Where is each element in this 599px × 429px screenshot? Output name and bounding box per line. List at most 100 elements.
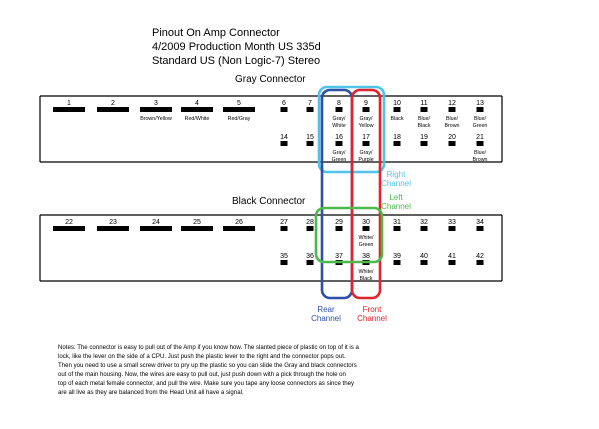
gray-connector-wire-color: Red/White [185, 116, 210, 122]
gray-connector-wire-color: Gray/ [360, 116, 373, 122]
black-connector-pin-contact [393, 260, 401, 265]
gray-connector-pin-number: 10 [393, 100, 401, 107]
gray-connector-wire-color: Blue/ [474, 116, 487, 122]
front-channel-label: Front [363, 305, 382, 314]
black-connector-pin-contact [335, 226, 343, 231]
gray-connector-pin-contact-wide [181, 107, 213, 112]
left-channel-loop [314, 206, 384, 264]
gray-connector-pin-number: 20 [448, 134, 456, 141]
rear-channel-label: Rear [317, 305, 335, 314]
black-connector-pin-contact [306, 260, 314, 265]
gray-connector-pin-contact-wide [97, 107, 129, 112]
gray-connector-pin-number: 8 [337, 100, 341, 107]
left-channel-label: Left [389, 193, 403, 202]
gray-connector-pin-number: 19 [420, 134, 428, 141]
gray-connector-pin-number: 15 [306, 134, 314, 141]
gray-connector-pin-contact [448, 107, 456, 112]
gray-connector-pin-number: 5 [237, 100, 241, 107]
gray-connector-pin-number: 2 [111, 100, 115, 107]
black-connector-pin-number: 24 [152, 219, 160, 226]
gray-connector-pin-contact [335, 107, 343, 112]
black-connector-wire-color: White/ [358, 269, 374, 275]
black-connector-pin-contact [280, 260, 288, 265]
black-connector-pin-contact [393, 226, 401, 231]
gray-connector-pin-contact-wide [223, 107, 255, 112]
black-connector-wire-color: Green [359, 242, 374, 248]
gray-connector-pin-number: 12 [448, 100, 456, 107]
black-connector-pin-contact [280, 226, 288, 231]
black-connector-pin-contact-wide [140, 226, 172, 231]
black-connector-pin-contact [448, 226, 456, 231]
black-connector-pin-number: 36 [306, 253, 314, 260]
gray-connector-wire-color: Gray/ [333, 116, 346, 122]
gray-connector-pin-number: 13 [476, 100, 484, 107]
black-connector-pin-number: 35 [280, 253, 288, 260]
gray-connector-pin-number: 17 [362, 134, 370, 141]
notes-line: Notes: The connector is easy to pull out… [58, 344, 359, 351]
black-connector-pin-number: 40 [420, 253, 428, 260]
black-connector-pin-contact-wide [53, 226, 85, 231]
black-connector-pin-number: 34 [476, 219, 484, 226]
black-connector-pin-contact [420, 260, 428, 265]
notes-line: are all live as they are balanced from t… [58, 388, 244, 396]
right-channel-label: Right [387, 170, 406, 179]
gray-connector-title: Gray Connector [235, 74, 306, 85]
notes-line: lock, like the lever on the side of a CP… [58, 352, 346, 360]
black-connector-title: Black Connector [232, 196, 306, 207]
gray-connector-pin-number: 6 [282, 100, 286, 107]
black-connector-pin-contact [362, 226, 370, 231]
black-connector-pin-number: 27 [280, 219, 288, 226]
notes-line: top of each metal female connector, and … [58, 379, 355, 387]
gray-connector-wire-color: Brown [472, 157, 487, 163]
gray-connector-pin-contact [335, 141, 343, 146]
black-connector-pin-number: 38 [362, 253, 370, 260]
black-connector-pin-number: 41 [448, 253, 456, 260]
black-connector-pin-contact [476, 226, 484, 231]
gray-connector-pin-number: 18 [393, 134, 401, 141]
gray-connector-pin-contact-wide [140, 107, 172, 112]
black-connector-pin-contact [448, 260, 456, 265]
black-connector-pin-number: 25 [193, 219, 201, 226]
gray-connector-pin-contact [448, 141, 456, 146]
rear-channel-label: Channel [311, 314, 341, 323]
black-connector-pin-contact-wide [181, 226, 213, 231]
black-connector-wire-color: White/ [358, 235, 374, 241]
front-channel-label: Channel [357, 314, 387, 323]
header-line: Pinout On Amp Connector [152, 27, 280, 39]
black-connector-wire-color: Black [360, 276, 373, 282]
gray-connector-wire-color: Blue/ [446, 116, 459, 122]
black-connector-pin-contact-wide [223, 226, 255, 231]
gray-connector-pin-number: 4 [195, 100, 199, 107]
right-channel-label: Channel [381, 179, 411, 188]
gray-connector-pin-contact [280, 107, 288, 112]
black-connector-pin-number: 39 [393, 253, 401, 260]
gray-connector-pin-contact [306, 141, 314, 146]
gray-connector-pin-contact [280, 141, 288, 146]
black-connector-pin-number: 31 [393, 219, 401, 226]
black-connector-pin-contact [476, 260, 484, 265]
gray-connector-wire-color: White [332, 123, 346, 129]
gray-connector-pin-contact-wide [53, 107, 85, 112]
gray-connector-wire-color: Yellow [358, 123, 373, 129]
black-connector-pin-number: 30 [362, 219, 370, 226]
header-line: 4/2009 Production Month US 335d [152, 41, 321, 53]
gray-connector-wire-color: Gray/ [360, 150, 373, 156]
gray-connector-wire-color: Purple [358, 157, 373, 163]
gray-connector-pin-contact [393, 107, 401, 112]
gray-connector-pin-contact [362, 141, 370, 146]
gray-connector-pin-contact [476, 107, 484, 112]
black-connector-pin-number: 42 [476, 253, 484, 260]
gray-connector-wire-color: Blue/ [418, 116, 431, 122]
gray-connector-pin-contact [420, 107, 428, 112]
gray-connector-pin-number: 11 [420, 100, 427, 107]
left-channel-label: Channel [381, 202, 411, 211]
gray-connector-pin-number: 9 [364, 100, 368, 107]
gray-connector-pin-number: 3 [154, 100, 158, 107]
black-connector-pin-number: 32 [420, 219, 428, 226]
gray-connector-pin-number: 14 [280, 134, 288, 141]
notes-line: out of the main housing. Now, the wires … [58, 370, 346, 378]
gray-connector-pin-contact [362, 107, 370, 112]
gray-connector-pin-contact [420, 141, 428, 146]
